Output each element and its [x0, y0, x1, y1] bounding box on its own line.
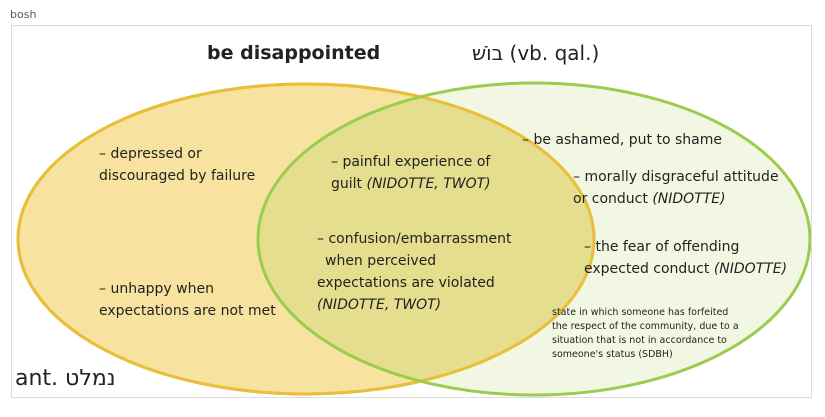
venn-diagram	[16, 81, 811, 397]
right-circle	[256, 81, 811, 397]
title-hebrew-suffix: (vb. qal.)	[509, 41, 600, 65]
overlap-item-2: – confusion/embarrassment when perceived…	[317, 231, 512, 313]
hebrew-word: בוֹשׁ	[472, 41, 504, 65]
left-item-1: – depressed or discouraged by failure	[99, 146, 256, 184]
right-item-3: – the fear of offending expected conduct…	[584, 239, 788, 277]
page-label: bosh	[10, 8, 37, 21]
right-note: state in which someone has forfeited the…	[552, 307, 739, 360]
title-hebrew: בוֹשׁ (vb. qal.)	[472, 41, 599, 65]
right-item-2: – morally disgraceful attitude or conduc…	[573, 169, 779, 207]
left-circle-outline	[16, 82, 596, 396]
right-item-1: – be ashamed, put to shame	[522, 132, 722, 148]
overlap-region	[258, 84, 594, 394]
diagram-frame: be disappointed בוֹשׁ (vb. qal.) – depre…	[11, 25, 812, 398]
left-item-2: – unhappy when expectations are not met	[99, 281, 276, 319]
title-english: be disappointed	[207, 42, 381, 64]
overlap-item-1: – painful experience of guilt (NIDOTTE, …	[331, 154, 491, 192]
antonym: ant. נמלט	[15, 366, 116, 391]
